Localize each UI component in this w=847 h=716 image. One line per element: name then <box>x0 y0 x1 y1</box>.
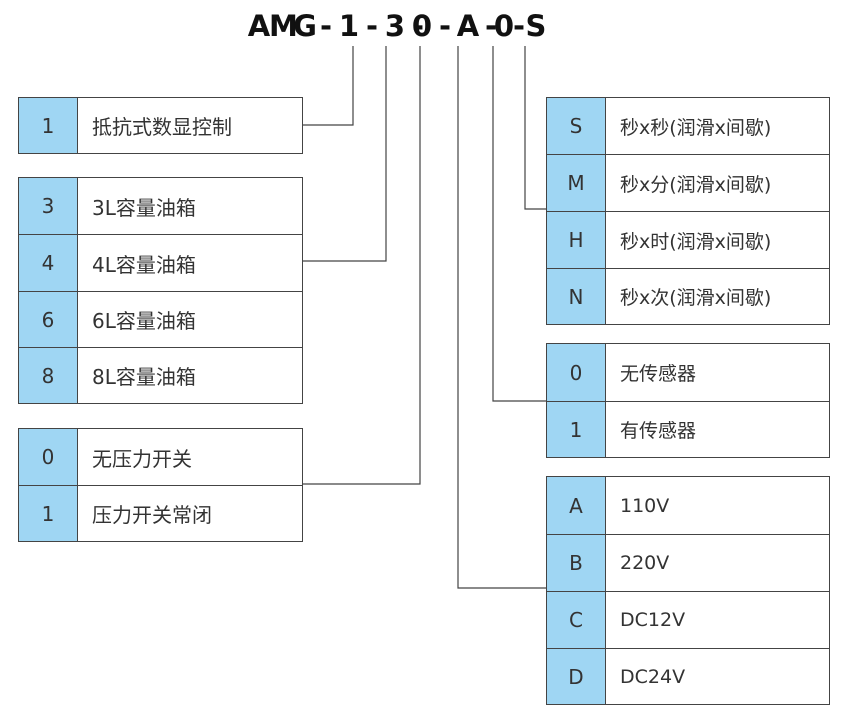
option-label: 6L容量油箱 <box>92 309 196 333</box>
table-row: 6 6L容量油箱 <box>19 291 302 347</box>
option-code: C <box>547 592 606 648</box>
option-code: N <box>547 269 606 324</box>
option-code: 1 <box>547 402 606 457</box>
option-code: B <box>547 535 606 591</box>
connector-voltage <box>457 46 546 589</box>
code-char: G <box>293 9 317 43</box>
table-row: 4 4L容量油箱 <box>19 234 302 291</box>
timing-mode-table: S 秒x秒(润滑x间歇) M 秒x分(润滑x间歇) H 秒x时(润滑x间歇) N… <box>546 97 830 325</box>
table-row: 1 有传感器 <box>547 401 829 457</box>
option-code: 8 <box>19 348 78 403</box>
connector-control <box>303 46 354 126</box>
voltage-table: A 110V B 220V C DC12V D DC24V <box>546 476 830 705</box>
code-separator: - <box>512 9 526 43</box>
code-separator: - <box>411 9 425 43</box>
option-code: 0 <box>547 344 606 401</box>
option-label: 110V <box>620 494 670 517</box>
option-label: 无传感器 <box>620 363 697 385</box>
option-code: 3 <box>19 178 78 234</box>
option-label: 秒x分(润滑x间歇) <box>620 173 772 196</box>
option-label: 8L容量油箱 <box>92 365 196 389</box>
connector-tank <box>303 46 387 262</box>
table-row: B 220V <box>547 534 829 591</box>
table-row: 1 压力开关常闭 <box>19 485 302 541</box>
option-label: 4L容量油箱 <box>92 252 196 277</box>
option-code: 4 <box>19 235 78 291</box>
table-row: D DC24V <box>547 648 829 704</box>
option-code: D <box>547 649 606 704</box>
option-code: H <box>547 212 606 268</box>
table-row: M 秒x分(润滑x间歇) <box>547 154 829 211</box>
option-label: DC12V <box>620 609 686 631</box>
table-row: C DC12V <box>547 591 829 648</box>
code-separator: - <box>319 9 333 43</box>
option-code: 1 <box>19 486 78 541</box>
code-char-sensor: 0 <box>493 9 515 43</box>
code-char-pressure: 0 <box>411 9 433 43</box>
table-row: A 110V <box>547 477 829 534</box>
code-char-control: 1 <box>338 9 360 43</box>
control-type-table: 1 抵抗式数显控制 <box>18 97 303 154</box>
option-label: 无压力开关 <box>92 446 192 471</box>
code-char-tank: 3 <box>384 9 406 43</box>
code-separator: - <box>365 9 379 43</box>
option-code: 6 <box>19 292 78 347</box>
table-row: 1 抵抗式数显控制 <box>19 98 302 153</box>
sensor-table: 0 无传感器 1 有传感器 <box>546 343 830 458</box>
option-label: 秒x时(润滑x间歇) <box>620 230 772 253</box>
pressure-switch-table: 0 无压力开关 1 压力开关常闭 <box>18 428 303 542</box>
code-separator: - <box>484 9 498 43</box>
tank-capacity-table: 3 3L容量油箱 4 4L容量油箱 6 6L容量油箱 8 8L容量油箱 <box>18 177 303 404</box>
option-label: 有传感器 <box>620 420 697 442</box>
option-label: 抵抗式数显控制 <box>92 115 232 139</box>
option-code: A <box>547 477 606 534</box>
connector-sensor <box>492 46 546 402</box>
option-label: DC24V <box>620 665 686 688</box>
option-code: S <box>547 98 606 154</box>
code-char-voltage: A <box>456 9 480 43</box>
table-row: S 秒x秒(润滑x间歇) <box>547 98 829 154</box>
connector-pressure <box>303 46 421 485</box>
table-row: 8 8L容量油箱 <box>19 347 302 403</box>
code-char: A <box>247 9 271 43</box>
option-label: 3L容量油箱 <box>92 195 196 220</box>
code-char: M <box>269 9 298 43</box>
option-code: 0 <box>19 429 78 485</box>
table-row: 0 无传感器 <box>547 344 829 401</box>
connector-timing <box>524 46 546 210</box>
table-row: 0 无压力开关 <box>19 429 302 485</box>
table-row: 3 3L容量油箱 <box>19 178 302 234</box>
table-row: H 秒x时(润滑x间歇) <box>547 211 829 268</box>
option-code: M <box>547 155 606 211</box>
option-label: 秒x秒(润滑x间歇) <box>620 116 772 139</box>
option-label: 220V <box>620 552 670 574</box>
option-label: 压力开关常闭 <box>92 503 212 527</box>
code-separator: - <box>438 9 452 43</box>
code-char-timing: S <box>525 9 547 43</box>
option-label: 秒x次(润滑x间歇) <box>620 287 772 309</box>
table-row: N 秒x次(润滑x间歇) <box>547 268 829 324</box>
option-code: 1 <box>19 98 78 153</box>
